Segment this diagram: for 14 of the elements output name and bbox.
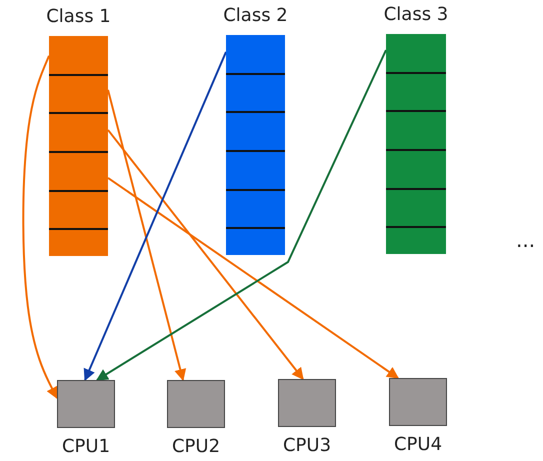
cpu-label: CPU3 <box>282 435 332 456</box>
ellipsis-label: ... <box>516 228 536 252</box>
arrow <box>84 52 227 382</box>
arrow <box>96 50 387 381</box>
arrow <box>107 129 304 380</box>
cpu-label: CPU1 <box>60 436 112 457</box>
cpu-label: CPU2 <box>170 436 222 457</box>
class-label: Class 3 <box>382 4 450 25</box>
arrow <box>107 90 186 382</box>
arrow <box>22 55 58 400</box>
class-label: Class 1 <box>45 6 112 27</box>
arrow <box>107 177 399 379</box>
cpu-label: CPU4 <box>392 434 444 455</box>
class-label: Class 2 <box>222 5 289 26</box>
